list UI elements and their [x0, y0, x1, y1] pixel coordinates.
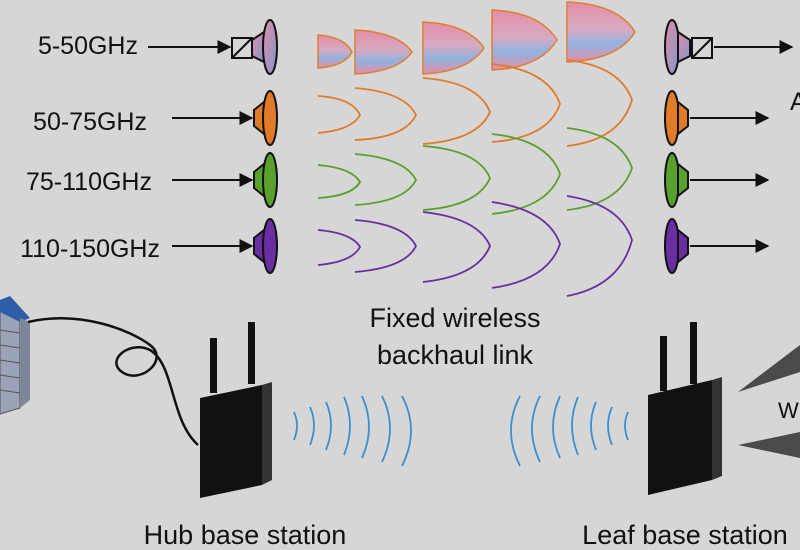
band-3-wave — [317, 164, 362, 199]
hub-radio-waves — [293, 395, 412, 467]
hub-station-label: Hub base station — [144, 520, 347, 550]
right-horns — [664, 19, 713, 274]
band-3-wavefronts — [317, 127, 633, 215]
band-4-wave — [491, 201, 561, 289]
edge-text-right-top: A — [790, 88, 800, 116]
band-2-wave — [354, 87, 417, 141]
band-1-wave — [317, 34, 353, 69]
band-label-4: 110-150GHz — [20, 235, 160, 263]
band-2-wave — [317, 95, 362, 134]
left-horn-4 — [253, 218, 278, 274]
right-horn-3 — [664, 152, 689, 208]
band-labels: 5-50GHz 50-75GHz 75-110GHz 110-150GHz — [20, 32, 160, 263]
band-3-wave — [354, 153, 418, 206]
band-1-wave — [422, 21, 485, 75]
leaf-station-label: Leaf base station — [582, 520, 788, 550]
band-label-3: 75-110GHz — [26, 168, 152, 196]
output-arrows — [690, 40, 794, 253]
band-4-wave — [422, 211, 491, 283]
link-caption-line-2: backhaul link — [377, 340, 534, 370]
band-3-wave — [422, 145, 491, 211]
fiber-cable — [27, 317, 199, 446]
input-arrows — [148, 40, 254, 253]
band-4-wave — [317, 229, 362, 266]
server-icon — [0, 296, 30, 415]
link-caption-line-1: Fixed wireless — [369, 303, 540, 333]
left-horn-1 — [231, 19, 278, 75]
band-1-wave — [491, 9, 558, 71]
band-1-wave — [566, 1, 636, 63]
band-2-wavefronts — [317, 59, 633, 147]
band-4-wave — [566, 195, 633, 297]
band-4-wave — [354, 219, 418, 273]
right-edge-beams — [738, 345, 800, 458]
band-4-wavefronts — [317, 195, 633, 297]
left-horn-2 — [253, 90, 278, 146]
left-horn-3 — [253, 152, 278, 208]
hub-base-station-icon — [200, 322, 272, 498]
right-horn-4 — [664, 218, 689, 274]
band-2-wave — [566, 59, 633, 147]
band-2-wave — [491, 63, 561, 143]
right-horn-1 — [664, 19, 713, 75]
edge-text-right-mid: W — [778, 398, 799, 423]
band-label-1: 5-50GHz — [38, 32, 138, 60]
leaf-base-station-icon — [648, 322, 722, 495]
right-horn-2 — [664, 90, 689, 146]
leaf-radio-waves — [510, 395, 629, 467]
band-1-wave — [354, 29, 413, 75]
band-1-wavefronts — [317, 1, 636, 75]
band-2-wave — [422, 77, 491, 145]
band-label-2: 50-75GHz — [33, 108, 147, 136]
left-horns — [231, 19, 278, 274]
band-3-wave — [491, 133, 561, 215]
